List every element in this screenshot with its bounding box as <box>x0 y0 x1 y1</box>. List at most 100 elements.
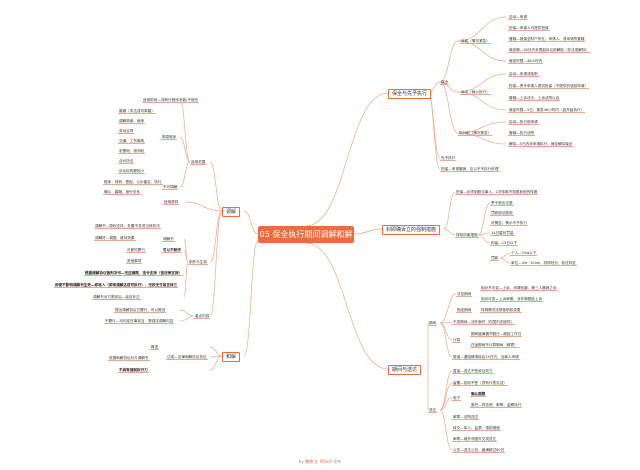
baoquan-node[interactable]: 诉中（裁以执行） <box>460 90 491 96</box>
tiaojie-node[interactable]: 调解书对方签收后—延迟补正 <box>92 295 141 301</box>
connector-line <box>499 252 511 259</box>
connector-line <box>457 40 507 62</box>
connector-line <box>439 81 459 134</box>
tiaojie-node[interactable]: 调解好—调整、维持效果 <box>94 236 136 242</box>
baoquan-node[interactable]: 管辖—上诉法中，上诉法院以及 <box>508 96 561 102</box>
qixian-node[interactable]: 转交—军人、监禁、强制措施 <box>452 426 501 432</box>
tiaojie-node[interactable]: 提出调解协议已履行，可以推迟 <box>114 308 167 314</box>
tiaojie-node[interactable]: 交通、工伤事故 <box>118 139 146 145</box>
fengcun-node[interactable]: 责令退出法庭 <box>490 201 514 207</box>
fengcun-node[interactable]: 拘留—15日以下 <box>490 241 519 247</box>
hejie-node[interactable]: 依据和解协议对方调解书 <box>108 356 150 362</box>
tiaojie-node[interactable]: 不可调解 <box>162 185 179 191</box>
qixian-node[interactable]: 邮寄—法院送达 <box>452 415 480 421</box>
tiaojie-node[interactable]: 婚姻（未达成可离婚） <box>118 109 156 115</box>
qixian-node[interactable]: 邮寄—境外领馆外交或送达 <box>452 437 498 443</box>
tiaojie-node[interactable]: 适用阶段—双刺行程序不能/不用形 <box>142 98 200 104</box>
baoquan-node[interactable]: 启动—执行前申请 <box>508 120 539 126</box>
qixian-node[interactable]: 期间届满遇节假日—顺延工作日 <box>470 332 523 338</box>
tiaojie-node[interactable]: 制作与生效 <box>188 260 208 266</box>
fengcun-node[interactable]: 罚款 <box>490 256 500 262</box>
fengcun-node[interactable]: 担保—必须到庭当事人，2次传唤不到庭拒绝的传唤 <box>455 190 539 196</box>
tiaojie-node[interactable]: 不履行—可约定在事效当，是强法调解内容 <box>104 319 175 325</box>
tiaojie-node[interactable]: 其他事项 <box>126 259 143 265</box>
baoquan-node[interactable]: 诉前（情况紧急） <box>460 39 491 45</box>
root-topic[interactable]: 05 保全执行期间调解和解 <box>258 226 354 243</box>
qixian-node[interactable]: 法定期间 <box>456 292 473 298</box>
connector-line <box>183 249 189 263</box>
hejie-node[interactable]: 不具有强制执行力 <box>118 368 149 374</box>
branch-qixian[interactable]: 期间与送达 <box>388 365 422 375</box>
fengcun-node[interactable]: 罚款退法庭用 <box>490 211 514 217</box>
tiaojie-node[interactable]: 可即时履行 <box>126 248 146 254</box>
tiaojie-node[interactable]: 适用原则 <box>163 200 180 206</box>
fengcun-node[interactable]: 可警告，警示不予执行 <box>490 221 528 227</box>
qixian-node[interactable]: 在途期间不计算期间（邮寄） <box>470 343 519 349</box>
tiaojie-node[interactable]: 合伙协议 <box>118 159 135 165</box>
baoquan-node[interactable]: 管辖—被保全财产所在、申请人、或申请的管辖 <box>508 37 586 43</box>
qixian-node[interactable]: 公告—送达公告，届满超过60日 <box>452 448 506 454</box>
baoquan-node[interactable]: 担保—申请撤销，应以不予执行处理 <box>440 167 500 173</box>
baoquan-node[interactable]: 解除—5日内未申请执行，裁定解除保全 <box>508 142 574 148</box>
branch-hejie[interactable]: 和解 <box>222 352 241 362</box>
qixian-node[interactable]: 电子 <box>452 396 462 402</box>
tiaojie-node[interactable]: 简易程序 <box>161 135 178 141</box>
tiaojie-node[interactable]: 根据调解协议做判决书—无应裁限、违令支持（该法律支持） <box>84 271 184 277</box>
tiaojie-node[interactable]: 重点内容 <box>194 314 211 320</box>
baoquan-node[interactable]: 保全 <box>440 80 450 86</box>
tiaojie-node[interactable]: 劳动合同 <box>118 129 135 135</box>
baoquan-node[interactable]: 裁定时限—48小时内 <box>508 59 544 65</box>
qixian-node[interactable]: 直接—送达不签收证效力 <box>452 369 494 375</box>
tiaojie-node[interactable]: 调解书—原权支持、处置不变或当然判决 <box>94 224 161 230</box>
fengcun-node[interactable]: 排除妨害措施 <box>455 233 479 239</box>
connector-line <box>439 293 457 324</box>
hejie-node[interactable]: 概述 <box>150 345 160 351</box>
qixian-node[interactable]: 送达 <box>428 408 438 414</box>
tiaojie-node[interactable]: 确认：婚姻、身份关系 <box>103 190 141 196</box>
footer-by: by <box>298 459 304 464</box>
fengcun-node[interactable]: 单位—5w~100w，扣押划分，依法判定 <box>510 261 577 267</box>
baoquan-node[interactable]: 裁定时限—5日，紧急48小时内（如开始执行） <box>508 108 586 114</box>
branch-tiaojie[interactable]: 调解 <box>222 207 241 217</box>
qixian-node[interactable]: 相对不可变—上诉、申请回避、第三人撤销之诉 <box>480 286 558 292</box>
tiaojie-node[interactable]: 程序：特别、督促、公示催告、执行 <box>103 180 163 186</box>
footer-via: 在 <box>314 459 319 464</box>
tiaojie-node[interactable]: 即使不影响调解书生效—即将人（即将调解达成可执行），无权无交易支持三 <box>54 283 179 289</box>
fengcun-node[interactable]: 14日重处罚量 <box>490 231 515 237</box>
fengcun-node[interactable]: 个人—10w以下 <box>510 251 538 257</box>
qixian-node[interactable]: 相对可变—上诉审期、涉外期限延上诉 <box>480 297 544 303</box>
footer-site[interactable]: XMind <box>319 459 332 464</box>
qixian-node[interactable]: 特殊情况法院依职权变更 <box>480 308 522 314</box>
qixian-node[interactable]: 确认期限 <box>470 392 487 398</box>
tiaojie-node[interactable]: 可以不制作 <box>162 248 182 254</box>
baoquan-node[interactable]: 启动—申请或依职 <box>508 72 539 78</box>
qixian-node[interactable]: 计算 <box>452 338 462 344</box>
connector-line <box>439 397 453 411</box>
connector-line <box>477 234 491 244</box>
hejie-node[interactable]: 达成—法律和解协议执议 <box>166 355 208 361</box>
tiaojie-node[interactable]: 调解书 <box>162 237 175 243</box>
connector-line <box>179 136 191 163</box>
baoquan-node[interactable]: 裁定期—30日内未提起诉讼即解除（非法或解除） <box>508 48 591 54</box>
baoquan-node[interactable]: 担保—申请人可提供担保 <box>508 26 550 32</box>
tiaojie-node[interactable]: 调解简案、继承 <box>118 119 146 125</box>
baoquan-node[interactable]: 担保—责令申请人提供担保（不提供的驳回申请） <box>508 84 590 90</box>
qixian-node[interactable]: 耽误—遇阻碍消除后10日内，当事人申请 <box>452 355 520 361</box>
tiaojie-node[interactable]: 适用范围 <box>190 160 207 166</box>
qixian-node[interactable]: 期间 <box>428 321 438 327</box>
branch-baoquan[interactable]: 保全与先予执行 <box>388 89 432 99</box>
qixian-node[interactable]: 委托—同法院、邮寄、监察执行 <box>470 403 523 409</box>
qixian-node[interactable]: 指定期间 <box>456 308 473 314</box>
qixian-node[interactable]: 留置—拒收不签（须有代表见证） <box>452 381 508 387</box>
baoquan-node[interactable]: 启动—申请 <box>508 15 528 21</box>
footer-author[interactable]: 魏博 <box>304 459 313 464</box>
branch-fengcun[interactable]: 封即确诉立的强制措施 <box>382 225 441 235</box>
baoquan-node[interactable]: 执行前（情况紧急） <box>458 131 493 137</box>
qixian-node[interactable]: 不变期间—涉外案件（在国内无固件） <box>452 320 516 326</box>
baoquan-node[interactable]: 管辖—执行法院 <box>508 131 536 137</box>
baoquan-node[interactable]: 先予执行 <box>440 156 457 162</box>
tiaojie-node[interactable]: 诉讼标的额较小 <box>118 169 146 175</box>
tiaojie-node[interactable]: 宅基地、相邻权 <box>118 149 146 155</box>
connector-line <box>457 121 507 134</box>
